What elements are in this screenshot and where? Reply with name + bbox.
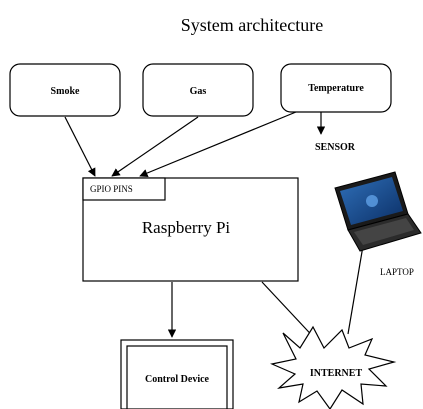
sensor-gas-label: Gas xyxy=(190,86,207,97)
gpio-pins-box xyxy=(82,177,166,201)
control-device-label: Control Device xyxy=(145,374,210,385)
arrow-internet-to-laptop xyxy=(347,239,367,335)
laptop-label: LAPTOP xyxy=(380,267,414,277)
arrow-temperature-to-gpio xyxy=(139,111,297,178)
sensor-smoke-label: Smoke xyxy=(51,86,80,97)
gpio-pins-label: GPIO PINS xyxy=(90,184,133,194)
sensor-label: SENSOR xyxy=(315,142,356,153)
control-device-block: Control Device xyxy=(120,339,234,409)
sensor-temperature-label: Temperature xyxy=(308,83,364,94)
internet-cloud: INTERNET xyxy=(270,325,397,409)
arrow-gas-to-gpio xyxy=(111,116,199,177)
sensor-temperature: Temperature xyxy=(280,63,392,113)
diagram-title: System architecture xyxy=(181,15,323,35)
arrow-smoke-to-gpio xyxy=(64,116,96,177)
internet-label: INTERNET xyxy=(310,368,363,379)
raspberry-pi-block: GPIO PINS Raspberry Pi xyxy=(82,177,299,282)
laptop-icon xyxy=(334,171,422,252)
raspberry-pi-label: Raspberry Pi xyxy=(142,218,231,237)
sensor-smoke: Smoke xyxy=(9,63,121,117)
sensor-gas: Gas xyxy=(142,63,254,117)
